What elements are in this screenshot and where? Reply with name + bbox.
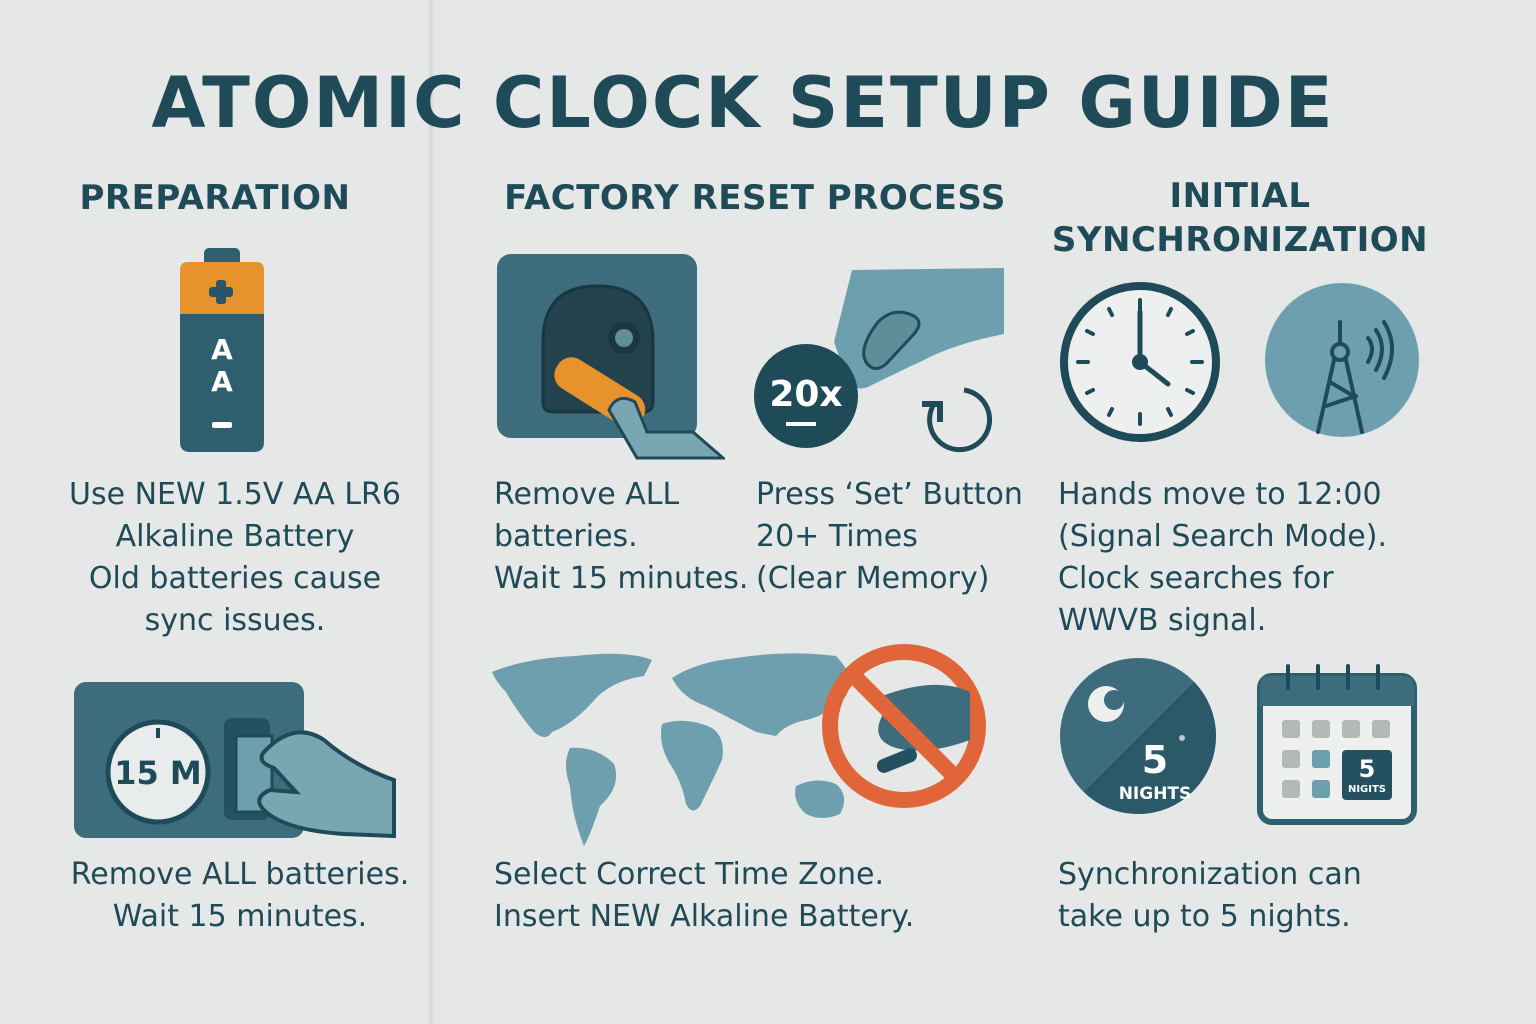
calendar-number: 5 <box>1358 755 1376 783</box>
calendar-label: NIGITS <box>1347 784 1387 795</box>
nights-number: 5 <box>1141 738 1169 782</box>
heading-factory-reset: FACTORY RESET PROCESS <box>504 178 1006 218</box>
calendar-icon: 5 NIGITS <box>1256 664 1418 826</box>
battery-minus-icon <box>212 422 232 428</box>
analog-clock-icon <box>1058 280 1222 444</box>
moon-nights-icon: 5 NIGHTS <box>1060 656 1220 816</box>
press-set-button-icon: 20x <box>754 264 1004 460</box>
battery-icon: A A <box>176 246 268 454</box>
radio-tower-signal-icon <box>1264 282 1420 438</box>
page-title: ATOMIC CLOCK SETUP GUIDE <box>151 62 1335 144</box>
nights-label: NIGHTS <box>1118 784 1192 804</box>
heading-preparation: PREPARATION <box>79 178 351 218</box>
press-count-badge: 20x <box>769 374 843 415</box>
battery-label-a1: A <box>211 333 233 366</box>
sync-step2-text: Synchronization can take up to 5 nights. <box>1058 857 1362 934</box>
timer-battery-icon: 15 M <box>74 680 400 840</box>
timer-label: 15 M <box>114 754 202 792</box>
battery-removal-icon <box>497 252 728 460</box>
preparation-step1-text: Use NEW 1.5V AA LR6 Alkaline Battery Old… <box>68 477 401 638</box>
column-divider <box>428 0 434 1024</box>
factory-step3-text: Select Correct Time Zone. Insert NEW Alk… <box>494 857 915 934</box>
sync-step1-text: Hands move to 12:00 (Signal Search Mode)… <box>1058 477 1387 638</box>
preparation-step2-text: Remove ALL batteries. Wait 15 minutes. <box>70 857 410 934</box>
factory-step2-text: Press ‘Set’ Button 20+ Times (Clear Memo… <box>756 477 1023 596</box>
heading-initial-sync: INITIAL SYNCHRONIZATION <box>1051 176 1429 260</box>
world-map-icon <box>486 636 1000 846</box>
factory-step1-text: Remove ALL batteries. Wait 15 minutes. <box>494 477 749 596</box>
battery-label-a2: A <box>211 365 233 398</box>
